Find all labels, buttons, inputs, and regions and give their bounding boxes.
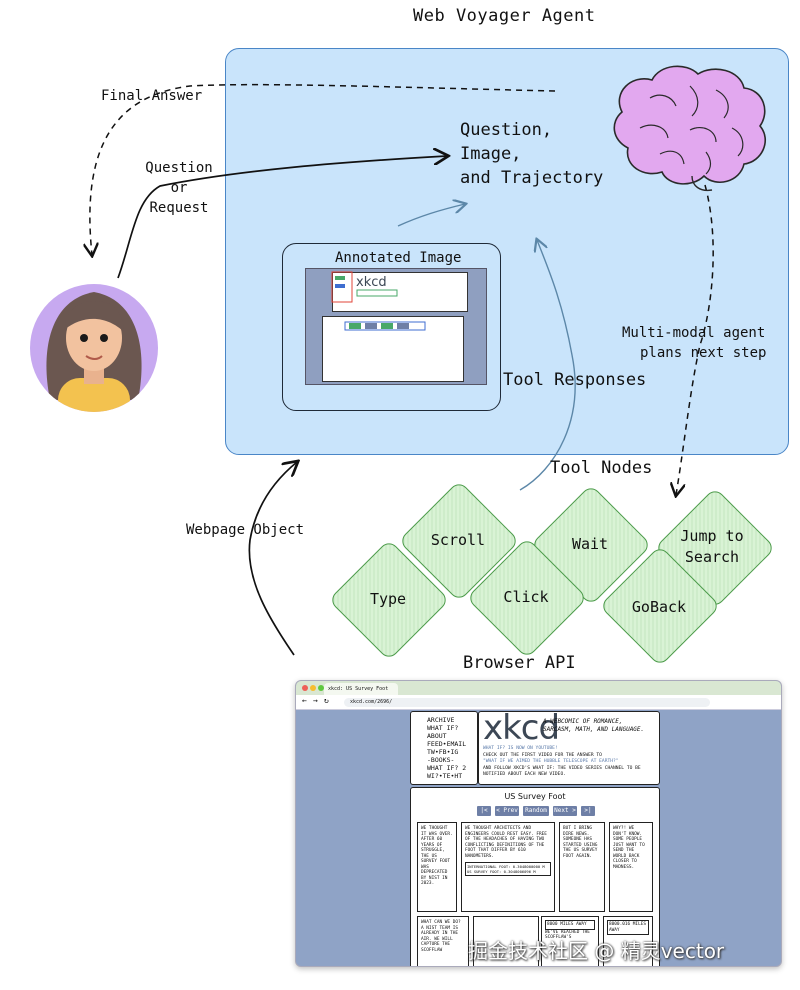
annotated-to-prompt-arrow <box>397 204 465 227</box>
tool-responses-label: Tool Responses <box>503 370 647 390</box>
window-close-dot[interactable] <box>302 685 308 691</box>
comic-panel-8-sign: 8000.016 miles away <box>607 920 649 935</box>
browser-tab[interactable]: xkcd: US Survey Foot <box>324 683 398 695</box>
annotated-image-label: Annotated Image <box>335 250 462 266</box>
tool-label-scroll: Scroll <box>430 531 486 549</box>
sidebar-link[interactable]: Archive <box>427 716 455 724</box>
nav-last-button[interactable]: >| <box>581 806 595 816</box>
comic-panel-7-text: We've reached the scofflaw's <box>545 929 590 941</box>
final-answer-label: Final Answer <box>101 88 203 104</box>
plan-label-line: plans next step <box>640 345 767 361</box>
sidebar-link[interactable]: What If? <box>427 724 459 732</box>
browser-tab-bar <box>296 681 781 695</box>
tool-label-wait: Wait <box>571 535 609 553</box>
notice-line[interactable]: What If? is now on YouTube! <box>483 746 558 751</box>
tool-label-jump-to-search: Jump to Search <box>680 527 744 566</box>
prompt-line: Question, <box>460 120 553 140</box>
comic-panel-6 <box>473 916 539 966</box>
comic-panel-2-sign: International foot: 0.3048000000 m US su… <box>465 862 551 876</box>
comic-container: US Survey Foot |< < Prev Random Next > >… <box>410 787 660 966</box>
nav-random-button[interactable]: Random <box>523 806 549 816</box>
plan-arrow <box>676 184 714 495</box>
comic-panel-4: Why?! We don't know. Some people just wa… <box>609 822 653 912</box>
comic-panel-5: What can we do? A NIST team is already i… <box>417 916 469 966</box>
tool-label-goback: GoBack <box>631 598 687 616</box>
user-avatar-face <box>30 284 158 412</box>
prompt-line: and Trajectory <box>460 168 604 188</box>
reload-icon[interactable]: ↻ <box>324 696 329 705</box>
back-icon[interactable]: ← <box>302 696 307 705</box>
comic-panel-2: We thought architects and engineers coul… <box>461 822 555 912</box>
tool-nodes-label: Tool Nodes <box>550 458 653 478</box>
tool-responses-arrow <box>519 240 576 491</box>
sidebar-link[interactable]: Feed•Email <box>427 740 467 748</box>
webpage-object-label: Webpage Object <box>186 522 305 538</box>
question-label-line: Request <box>149 200 209 216</box>
browser-api-label: Browser API <box>463 653 576 673</box>
prompt-line: Image, <box>460 144 522 164</box>
comic-panel-1: We thought it was over. After 60 years o… <box>417 822 457 912</box>
nav-prev-button[interactable]: < Prev <box>495 806 519 816</box>
sidebar-link[interactable]: TW•FB•IG <box>427 748 459 756</box>
whatif-notice: What If? is now on YouTube! Check out th… <box>483 746 655 779</box>
comic-panel-8: 8000.016 miles away <box>603 916 653 966</box>
annotated-logo: xkcd <box>356 275 387 290</box>
question-label-line: or <box>170 180 188 196</box>
browser-window: xkcd: US Survey Foot ← → ↻ xkcd.com/2696… <box>295 680 782 967</box>
address-bar[interactable]: xkcd.com/2696/ <box>344 698 710 707</box>
user-avatar <box>30 284 158 412</box>
question-label: Question or Request <box>134 158 224 218</box>
xkcd-logo[interactable]: xkcd <box>483 708 560 748</box>
notice-line: Check out the first video for the answer… <box>483 752 602 758</box>
question-label-line: Question <box>145 160 213 176</box>
nav-next-button[interactable]: Next > <box>553 806 577 816</box>
notice-line[interactable]: "What if we aimed the Hubble Telescope a… <box>483 759 619 764</box>
plan-label-line: Multi-modal agent <box>622 325 766 341</box>
brain-icon <box>613 65 766 192</box>
question-arrow <box>117 156 447 279</box>
sidebar-link[interactable]: About <box>427 732 447 740</box>
notice-line: and follow xkcd's What If: The Video Ser… <box>483 765 641 778</box>
comic-panel-2-text: We thought architects and engineers coul… <box>465 826 547 859</box>
window-maximize-dot[interactable] <box>318 685 324 691</box>
tool-label-type: Type <box>369 590 407 608</box>
annotated-header-panel <box>332 272 468 312</box>
sidebar-link[interactable]: WI?•TE•HT <box>427 772 463 780</box>
comic-title: US Survey Foot <box>504 792 566 801</box>
final-answer-arrow <box>90 83 556 255</box>
comic-panel-7: 8000 miles away We've reached the scoffl… <box>541 916 599 966</box>
prompt-text: Question, Image, and Trajectory <box>460 118 603 190</box>
nav-first-button[interactable]: |< <box>477 806 491 816</box>
sidebar-link[interactable]: What If? 2 <box>427 764 467 772</box>
xkcd-tagline: A webcomic of romance, sarcasm, math, an… <box>543 718 645 733</box>
forward-icon[interactable]: → <box>313 696 318 705</box>
tool-label-click: Click <box>503 588 549 606</box>
annotation-boxes <box>331 271 426 331</box>
watermark: 掘金技术社区 @ 精灵vector <box>468 939 725 963</box>
window-minimize-dot[interactable] <box>310 685 316 691</box>
xkcd-header: xkcd A webcomic of romance, sarcasm, mat… <box>478 708 660 785</box>
comic-panel-3: But I bring dire news. Someone has start… <box>559 822 605 912</box>
xkcd-sidebar: Archive What If? About Feed•Email TW•FB•… <box>410 711 478 785</box>
plan-label: Multi-modal agent plans next step <box>622 323 767 363</box>
sidebar-link[interactable]: -Books- <box>427 756 455 764</box>
comic-panel-7-sign: 8000 miles away <box>545 920 595 930</box>
diagram-title: Web Voyager Agent <box>413 6 596 26</box>
webpage-object-arrow <box>248 462 297 656</box>
